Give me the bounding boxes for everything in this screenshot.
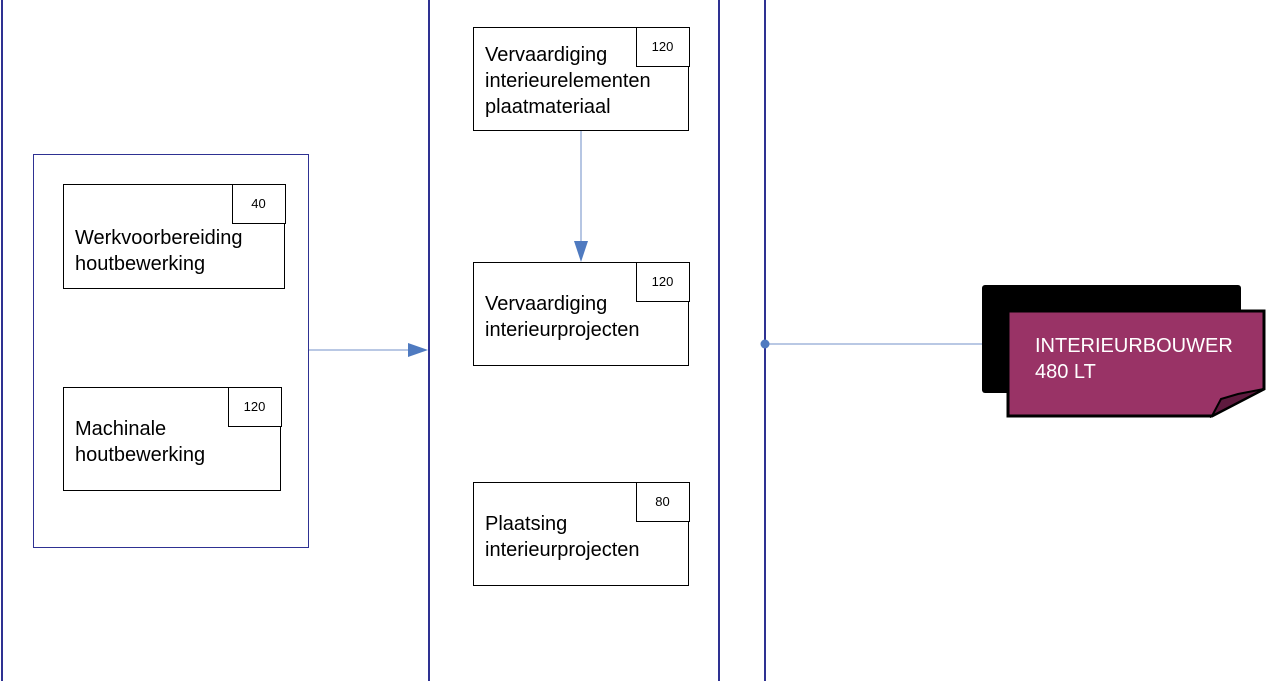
module-label: Werkvoorbereiding houtbewerking (75, 227, 243, 275)
outcome-title: INTERIEURBOUWER (1035, 335, 1233, 357)
module-vervaardiging-interieurprojecten[interactable]: 120 Vervaardiging interieurprojecten (473, 261, 690, 366)
frame-to-outcome-dot (760, 339, 770, 349)
module-machinale-houtbewerking[interactable]: 120 Machinale houtbewerking (63, 386, 282, 491)
frame-line-left (1, 0, 3, 681)
module-label: Machinale houtbewerking (75, 418, 206, 466)
outcome-label: INTERIEURBOUWER 480 LT (1035, 333, 1233, 385)
module-1-to-module-2-arrowhead (574, 241, 588, 262)
group-a-to-group-b-arrowhead (408, 343, 428, 357)
module-werkvoorbereiding[interactable]: 40 Werkvoorbereiding houtbewerking (63, 183, 286, 289)
frame-line-middle-right (718, 0, 720, 681)
module-plaatsing-interieurprojecten[interactable]: 80 Plaatsing interieurprojecten (473, 481, 690, 586)
hours-badge: 120 (635, 26, 690, 67)
outcome-subtitle: 480 LT (1035, 361, 1096, 383)
outcome-document-shape[interactable] (1006, 309, 1266, 418)
module-label: Vervaardiging interieurelementen plaatma… (485, 44, 651, 118)
hours-badge: 120 (635, 261, 690, 302)
module-label: Vervaardiging interieurprojecten (485, 293, 640, 341)
hours-badge: 120 (227, 386, 282, 427)
module-label: Plaatsing interieurprojecten (485, 513, 640, 561)
module-vervaardiging-interieurelementen[interactable]: 120 Vervaardiging interieurelementen pla… (473, 26, 690, 131)
frame-line-middle-left (428, 0, 430, 681)
hours-badge: 80 (635, 481, 690, 522)
hours-badge: 40 (231, 183, 286, 224)
